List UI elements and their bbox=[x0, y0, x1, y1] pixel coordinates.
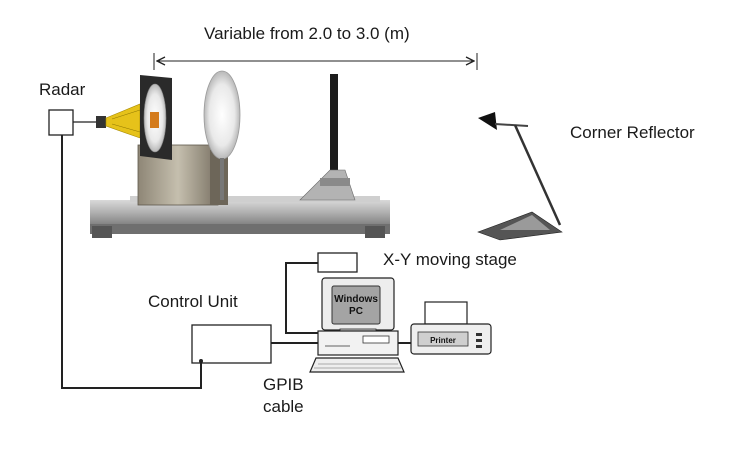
range-label: Variable from 2.0 to 3.0 (m) bbox=[204, 24, 410, 43]
control-unit-label: Control Unit bbox=[148, 292, 238, 311]
stage-controller-box bbox=[317, 252, 358, 273]
pc-monitor: Windows PC bbox=[321, 277, 395, 334]
control-unit-box bbox=[191, 324, 272, 364]
pc-screen-text-1: Windows bbox=[334, 294, 378, 305]
keyboard bbox=[309, 357, 405, 373]
gpib-label-line2: cable bbox=[263, 397, 304, 416]
corner-reflector bbox=[477, 112, 563, 241]
printer: Printer bbox=[410, 301, 492, 355]
target-pole bbox=[299, 74, 356, 201]
horn-antenna bbox=[105, 103, 141, 139]
radar-label: Radar bbox=[39, 80, 86, 99]
xy-stage-label: X-Y moving stage bbox=[383, 250, 517, 269]
lens-panel bbox=[140, 75, 172, 160]
gpib-label-line1: GPIB bbox=[263, 375, 304, 394]
rail-base bbox=[90, 196, 390, 238]
pc-screen-text-2: PC bbox=[349, 306, 363, 317]
printer-label: Printer bbox=[430, 336, 456, 345]
range-dimension-arrow bbox=[153, 53, 478, 70]
radar-box bbox=[48, 109, 74, 136]
cables bbox=[61, 135, 412, 389]
corner-reflector-label: Corner Reflector bbox=[570, 123, 695, 142]
pc-base bbox=[317, 330, 399, 356]
reflector-dish bbox=[203, 70, 241, 200]
